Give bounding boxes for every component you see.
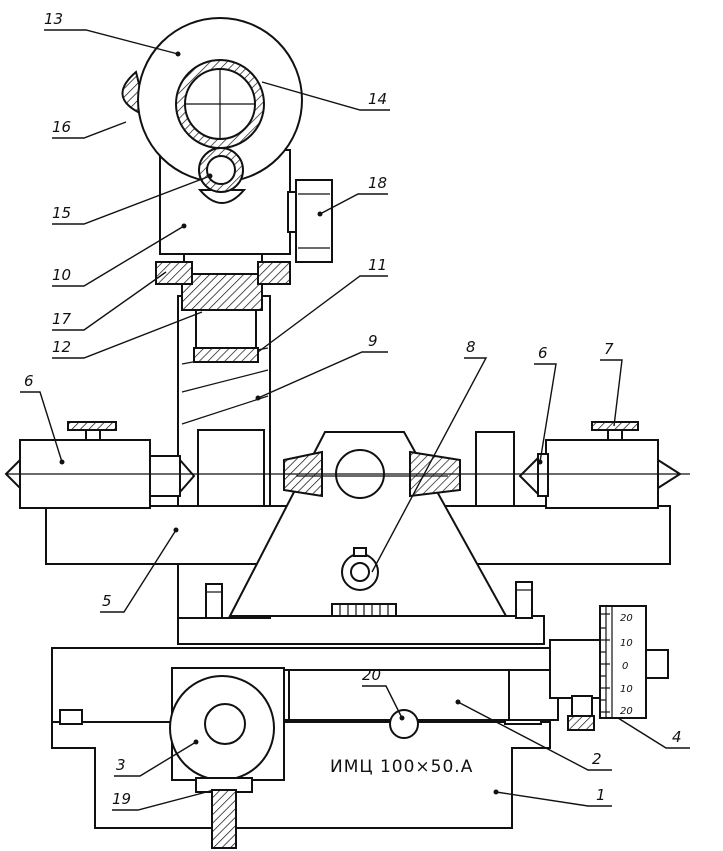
clamp-knob [389, 709, 419, 739]
micrometer-head: 20 10 0 10 20 [549, 605, 669, 731]
objective-assembly [155, 247, 291, 363]
callout-label: 19 [112, 790, 131, 808]
callout-label: 6 [538, 344, 548, 362]
triangular-support [205, 431, 533, 619]
callout-label: 20 [362, 666, 381, 684]
callout-label: 15 [52, 204, 71, 222]
callout-label: 16 [52, 118, 71, 136]
callout-label: 4 [672, 728, 682, 746]
callout-label: 17 [52, 310, 72, 328]
callout-label: 9 [368, 332, 378, 350]
drum-scale-label: 20 [620, 706, 633, 717]
drum-scale-label: 10 [620, 638, 633, 649]
callout-label: 18 [368, 174, 387, 192]
drum-scale-label: 20 [620, 613, 633, 624]
callout-label: 10 [52, 266, 71, 284]
callout-label: 12 [52, 338, 71, 356]
callout-label: 5 [102, 592, 112, 610]
callout-labels: 13 14 16 15 18 10 11 17 12 9 8 6 6 7 5 2… [24, 10, 682, 808]
drum-scale-label: 10 [620, 684, 633, 695]
callout-label: 1 [596, 786, 606, 804]
callout-label: 2 [592, 750, 602, 768]
callout-label: 14 [368, 90, 387, 108]
callout-label: 13 [44, 10, 63, 28]
drum-scale-label: 0 [622, 661, 628, 672]
callout-label: 8 [466, 338, 476, 356]
centres [4, 421, 690, 509]
callout-label: 7 [604, 340, 614, 358]
model-marking: ИМЦ 100×50.А [330, 757, 473, 777]
callout-label: 11 [368, 256, 387, 274]
longitudinal-handwheel [169, 667, 285, 849]
leader-dots [59, 51, 543, 795]
leader-lines [20, 29, 690, 811]
callout-label: 6 [24, 372, 34, 390]
callout-label: 3 [116, 756, 126, 774]
goniometer-head [121, 17, 303, 193]
